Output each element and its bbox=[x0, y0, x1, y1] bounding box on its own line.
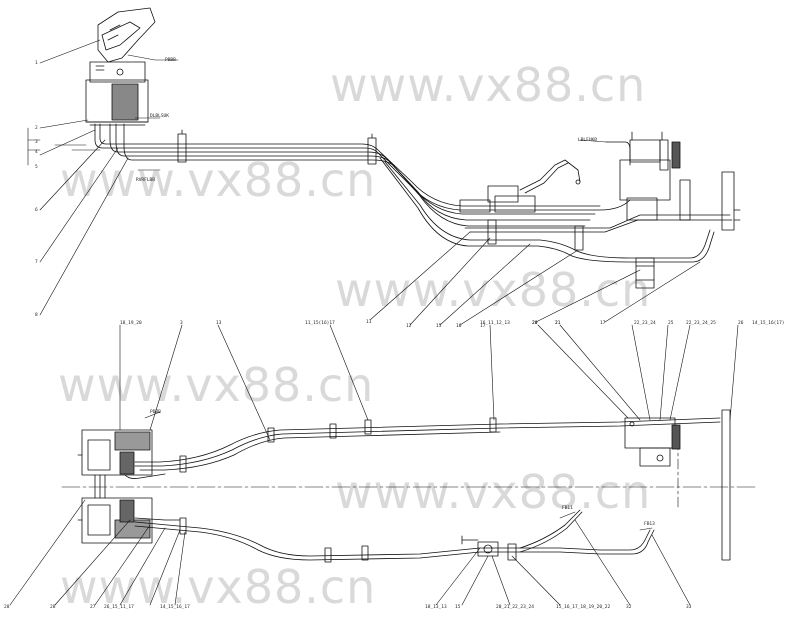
callout-b-10: 22_23_24_25 bbox=[686, 321, 716, 326]
bottom-right-assembly bbox=[624, 409, 731, 561]
label-top-8: 8 bbox=[35, 313, 38, 318]
bottom-leaders bbox=[9, 324, 739, 606]
bottom-lower-pipes bbox=[134, 509, 655, 561]
label-top-2: 2 bbox=[35, 126, 38, 131]
label-top-5: 5 bbox=[35, 165, 38, 170]
top-engine-unit bbox=[85, 7, 156, 126]
note-bottom-3: FB13 bbox=[644, 522, 655, 527]
label-top-11: 11 bbox=[366, 320, 372, 325]
note-top-2: DLBLSUK bbox=[150, 114, 169, 119]
watermark-6: www.vx88.cn bbox=[60, 560, 377, 614]
top-main-pipes bbox=[94, 123, 733, 263]
label-top-12: 12 bbox=[406, 324, 412, 329]
callout-b-22: 32 bbox=[626, 605, 632, 610]
callout-b-8: 22_23_24 bbox=[634, 321, 656, 326]
callout-b-13: 28 bbox=[4, 605, 10, 610]
callout-b-1: 18_19_20 bbox=[120, 321, 142, 326]
callout-b-5: 16_11_12_13 bbox=[480, 321, 510, 326]
label-top-4: 4 bbox=[35, 150, 38, 155]
bottom-engine-unit bbox=[77, 429, 153, 544]
watermark-4: www.vx88.cn bbox=[58, 358, 375, 412]
label-top-3: 3 bbox=[35, 140, 38, 145]
watermark-3: www.vx88.cn bbox=[335, 263, 652, 317]
note-bottom-1: PDBB bbox=[150, 410, 161, 415]
callout-b-4: 11_15(16)17 bbox=[305, 321, 335, 326]
note-top-1: PBBB bbox=[165, 58, 176, 63]
callout-b-9: 25 bbox=[668, 321, 674, 326]
label-top-15: 15 bbox=[436, 324, 442, 329]
callout-b-12: 14_15_16(17) bbox=[752, 321, 785, 326]
top-clamps bbox=[177, 129, 584, 251]
note-top-4: LBLFUKB bbox=[578, 138, 597, 143]
callout-b-23: 33 bbox=[686, 605, 692, 610]
watermark-2: www.vx88.cn bbox=[60, 153, 377, 207]
label-top-17b: 17 bbox=[600, 321, 606, 326]
callout-b-11: 26 bbox=[738, 321, 744, 326]
label-top-6: 6 bbox=[35, 208, 38, 213]
watermark-5: www.vx88.cn bbox=[335, 465, 652, 519]
label-top-20: 20 bbox=[532, 321, 538, 326]
bottom-clamps bbox=[179, 417, 517, 563]
callout-b-6: 20 bbox=[532, 321, 538, 326]
note-bottom-2: FB11 bbox=[562, 506, 573, 511]
callout-b-17: 14_15_16_17 bbox=[160, 605, 190, 610]
callout-b-21: 15_16_17_18_19_20_22 bbox=[556, 605, 611, 610]
callout-b-2: 3 bbox=[180, 321, 183, 326]
label-top-7: 7 bbox=[35, 260, 38, 265]
watermark-1: www.vx88.cn bbox=[330, 58, 647, 112]
callout-b-16: 26_15_11_17 bbox=[104, 605, 134, 610]
label-top-16: 16 bbox=[456, 324, 462, 329]
bottom-valve bbox=[461, 535, 499, 557]
callout-b-3: 13 bbox=[216, 321, 222, 326]
note-top-3: RVRFLBB bbox=[136, 178, 155, 183]
callout-b-15: 27 bbox=[90, 605, 96, 610]
top-right-assembly bbox=[605, 131, 741, 289]
callout-b-14: 28 bbox=[50, 605, 56, 610]
label-top-17: 17 bbox=[480, 324, 486, 329]
label-top-21: 21 bbox=[555, 321, 561, 326]
top-valve-block bbox=[459, 159, 581, 213]
top-leaders bbox=[27, 39, 701, 326]
callout-b-7: 21 bbox=[555, 321, 561, 326]
callout-b-18: 18_13_13 bbox=[425, 605, 447, 610]
callout-b-19: 15 bbox=[455, 605, 461, 610]
callout-b-20: 20_21_22_23_24 bbox=[496, 605, 534, 610]
label-top-1: 1 bbox=[35, 61, 38, 66]
